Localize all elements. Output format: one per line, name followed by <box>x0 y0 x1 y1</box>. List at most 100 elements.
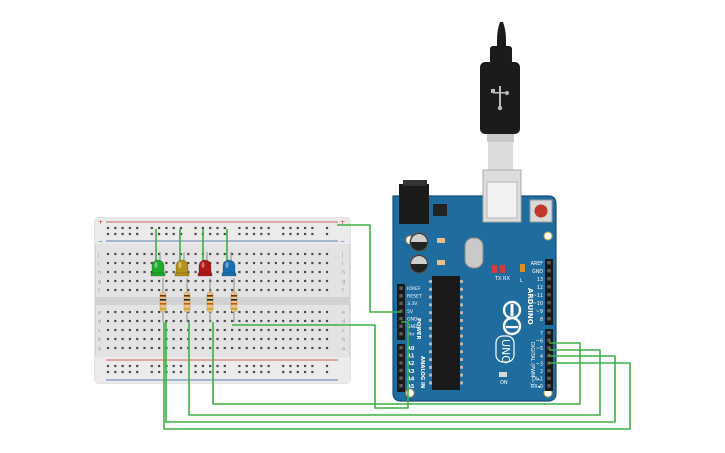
breadboard-hole[interactable] <box>296 261 299 265</box>
reset-button[interactable] <box>529 199 553 223</box>
breadboard-hole[interactable] <box>121 288 124 292</box>
breadboard-hole[interactable] <box>260 370 263 374</box>
breadboard-hole[interactable] <box>201 310 204 314</box>
breadboard-hole[interactable] <box>187 319 190 323</box>
breadboard-hole[interactable] <box>267 288 270 292</box>
breadboard-hole[interactable] <box>106 252 110 256</box>
breadboard-hole[interactable] <box>114 279 117 283</box>
breadboard-hole[interactable] <box>311 319 314 323</box>
breadboard-hole[interactable] <box>114 252 117 256</box>
breadboard-hole[interactable] <box>318 346 321 350</box>
header-pin[interactable] <box>399 324 403 328</box>
led-green[interactable] <box>150 229 166 277</box>
header-pin[interactable] <box>399 376 403 380</box>
resistor[interactable] <box>159 278 167 322</box>
breadboard-hole[interactable] <box>172 346 175 350</box>
breadboard-hole[interactable] <box>245 319 248 323</box>
breadboard-hole[interactable] <box>121 232 124 236</box>
breadboard-hole[interactable] <box>106 279 110 283</box>
breadboard-hole[interactable] <box>121 252 124 256</box>
breadboard-hole[interactable] <box>325 270 329 274</box>
breadboard-hole[interactable] <box>187 288 190 292</box>
breadboard-hole[interactable] <box>311 270 314 274</box>
breadboard-hole[interactable] <box>238 337 241 341</box>
breadboard-hole[interactable] <box>282 370 285 374</box>
header-pin[interactable] <box>399 309 403 313</box>
breadboard-hole[interactable] <box>172 319 175 323</box>
breadboard-hole[interactable] <box>296 226 299 230</box>
breadboard-hole[interactable] <box>194 270 197 274</box>
breadboard-hole[interactable] <box>304 328 307 332</box>
breadboard-hole[interactable] <box>136 346 139 350</box>
header-pin[interactable] <box>547 285 551 289</box>
breadboard-hole[interactable] <box>150 261 153 265</box>
breadboard-hole[interactable] <box>201 319 204 323</box>
breadboard-hole[interactable] <box>274 310 277 314</box>
breadboard-hole[interactable] <box>136 252 139 256</box>
breadboard-hole[interactable] <box>201 226 204 230</box>
breadboard-hole[interactable] <box>238 252 241 256</box>
breadboard-hole[interactable] <box>150 279 153 283</box>
breadboard-hole[interactable] <box>143 270 146 274</box>
breadboard-hole[interactable] <box>252 261 256 265</box>
breadboard-hole[interactable] <box>289 346 292 350</box>
breadboard-hole[interactable] <box>114 337 117 341</box>
breadboard-hole[interactable] <box>304 288 307 292</box>
breadboard-hole[interactable] <box>136 310 139 314</box>
breadboard-hole[interactable] <box>194 370 197 374</box>
breadboard-hole[interactable] <box>179 232 183 236</box>
breadboard-hole[interactable] <box>282 270 285 274</box>
breadboard-hole[interactable] <box>128 370 131 374</box>
breadboard-hole[interactable] <box>325 370 329 374</box>
breadboard-hole[interactable] <box>304 319 307 323</box>
breadboard-hole[interactable] <box>252 319 256 323</box>
breadboard-hole[interactable] <box>260 346 263 350</box>
breadboard-hole[interactable] <box>114 226 117 230</box>
header-pin[interactable] <box>547 369 551 373</box>
breadboard-hole[interactable] <box>238 261 241 265</box>
breadboard-hole[interactable] <box>172 337 175 341</box>
breadboard-hole[interactable] <box>201 370 204 374</box>
breadboard-hole[interactable] <box>150 364 153 368</box>
breadboard-hole[interactable] <box>238 232 241 236</box>
breadboard-hole[interactable] <box>216 252 219 256</box>
breadboard-hole[interactable] <box>274 337 277 341</box>
breadboard-hole[interactable] <box>245 270 248 274</box>
breadboard-hole[interactable] <box>179 288 183 292</box>
breadboard-hole[interactable] <box>165 226 168 230</box>
breadboard-hole[interactable] <box>121 370 124 374</box>
header-pin[interactable] <box>547 338 551 342</box>
breadboard-hole[interactable] <box>296 252 299 256</box>
breadboard-hole[interactable] <box>245 346 248 350</box>
breadboard-hole[interactable] <box>179 319 183 323</box>
breadboard-hole[interactable] <box>289 252 292 256</box>
breadboard-hole[interactable] <box>165 310 168 314</box>
breadboard-hole[interactable] <box>136 270 139 274</box>
breadboard-hole[interactable] <box>296 346 299 350</box>
breadboard-hole[interactable] <box>150 226 153 230</box>
breadboard-hole[interactable] <box>318 328 321 332</box>
header-pin[interactable] <box>547 317 551 321</box>
breadboard-hole[interactable] <box>260 337 263 341</box>
breadboard-hole[interactable] <box>260 279 263 283</box>
breadboard-hole[interactable] <box>121 319 124 323</box>
breadboard-hole[interactable] <box>121 364 124 368</box>
breadboard-hole[interactable] <box>318 310 321 314</box>
breadboard-hole[interactable] <box>201 337 204 341</box>
breadboard-hole[interactable] <box>267 337 270 341</box>
breadboard-hole[interactable] <box>282 232 285 236</box>
breadboard-hole[interactable] <box>311 261 314 265</box>
breadboard-hole[interactable] <box>238 364 241 368</box>
breadboard-hole[interactable] <box>311 370 314 374</box>
breadboard-hole[interactable] <box>267 261 270 265</box>
breadboard-hole[interactable] <box>252 364 256 368</box>
breadboard-hole[interactable] <box>238 328 241 332</box>
breadboard-hole[interactable] <box>172 370 175 374</box>
breadboard-hole[interactable] <box>106 370 110 374</box>
breadboard-hole[interactable] <box>245 328 248 332</box>
breadboard-hole[interactable] <box>252 370 256 374</box>
header-pin[interactable] <box>399 353 403 357</box>
breadboard-hole[interactable] <box>201 279 204 283</box>
breadboard-hole[interactable] <box>216 279 219 283</box>
